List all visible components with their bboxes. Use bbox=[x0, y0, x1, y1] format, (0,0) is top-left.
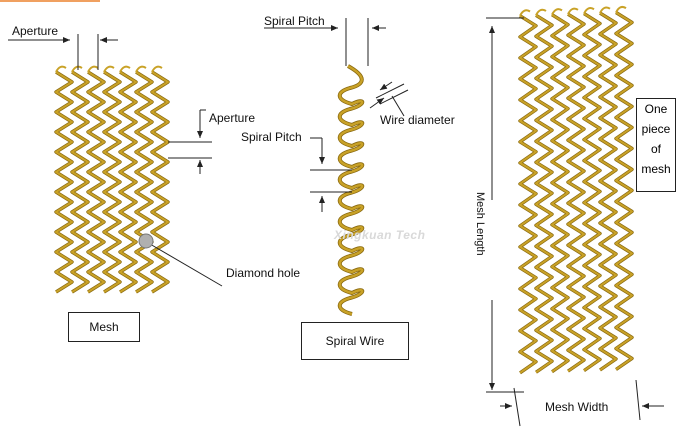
mesh-left-wire-5-shadow bbox=[134, 70, 154, 294]
mesh-right-wire-1 bbox=[535, 14, 553, 374]
mesh-caption: Mesh bbox=[89, 320, 119, 334]
mesh-right-wire-2 bbox=[551, 13, 569, 373]
spiral-wire-path bbox=[338, 64, 364, 316]
diamond-hole-leader bbox=[149, 243, 223, 287]
mesh-right-hook-top-3 bbox=[567, 7, 579, 15]
mesh-left-wire-1-shadow bbox=[70, 70, 90, 294]
mesh-left-wire-5 bbox=[135, 71, 153, 293]
mesh-left-hook-top-1 bbox=[71, 65, 83, 73]
aperture-side-label: Aperture bbox=[209, 111, 256, 125]
mesh-right-wire-5 bbox=[599, 12, 617, 371]
mesh-left-wire-6 bbox=[151, 71, 169, 293]
mesh-left-wire-6-shadow bbox=[150, 70, 170, 294]
mesh-right-wire-4 bbox=[583, 12, 601, 372]
watermark: Xingkuan Tech bbox=[334, 228, 426, 242]
diamond-hole-label: Diamond hole bbox=[226, 266, 301, 280]
mesh-panel-left bbox=[54, 65, 170, 294]
mesh-panel-right bbox=[518, 5, 634, 375]
mesh-right-hook-top-1 bbox=[535, 8, 547, 16]
dimension-lines bbox=[8, 17, 664, 427]
mesh-left-wire-0 bbox=[55, 71, 73, 293]
mesh-left-wire-3 bbox=[103, 71, 121, 293]
one-piece-box: One piece of mesh bbox=[636, 98, 676, 192]
mesh-left-hook-top-6 bbox=[151, 65, 163, 73]
wire-diameter-arrow-a bbox=[379, 81, 393, 91]
mesh-left-hook-top-5 bbox=[135, 65, 147, 73]
wire-diameter-label: Wire diameter bbox=[380, 113, 455, 127]
one-piece-line-4: mesh bbox=[641, 162, 671, 176]
wire-diameter-arrow-b bbox=[369, 97, 385, 109]
mesh-left-hook-top-4 bbox=[119, 65, 131, 73]
mesh-right-hook-top-2 bbox=[551, 8, 563, 16]
mesh-left-hook-top-0 bbox=[55, 65, 67, 73]
one-piece-line-2: piece bbox=[641, 122, 671, 136]
mesh-caption-box: Mesh bbox=[68, 312, 140, 342]
mesh-length-label: Mesh Length bbox=[474, 192, 486, 256]
one-piece-line-3: of bbox=[650, 142, 661, 156]
diamond-hole-marker bbox=[138, 233, 154, 249]
mesh-right-hook-top-5 bbox=[599, 6, 611, 14]
mesh-right-wire-3 bbox=[567, 13, 585, 372]
mesh-width-ext-left bbox=[513, 387, 521, 427]
mesh-width-label: Mesh Width bbox=[545, 400, 609, 414]
one-piece-line-1: One bbox=[644, 102, 668, 116]
mesh-right-hook-top-4 bbox=[583, 7, 595, 15]
spiral-pitch-top-label: Spiral Pitch bbox=[264, 14, 325, 28]
mesh-left-hook-top-3 bbox=[103, 65, 115, 73]
aperture-top-label: Aperture bbox=[12, 24, 59, 38]
mesh-width-ext-right bbox=[635, 379, 641, 421]
mesh-left-wire-0-shadow bbox=[54, 70, 74, 294]
mesh-left-hook-top-2 bbox=[87, 65, 99, 73]
mesh-right-wire-6 bbox=[615, 11, 633, 371]
mesh-right-hook-top-0 bbox=[519, 9, 531, 17]
mesh-left-wire-2-shadow bbox=[86, 70, 106, 294]
mesh-right-wire-0 bbox=[519, 14, 537, 374]
spiral-wire-caption: Spiral Wire bbox=[325, 334, 385, 348]
spiral-wire-caption-box: Spiral Wire bbox=[301, 322, 409, 360]
mesh-left-wire-4-shadow bbox=[118, 70, 138, 294]
mesh-left-wire-4 bbox=[119, 71, 137, 293]
mesh-right-hook-top-6 bbox=[615, 5, 627, 13]
top-accent-bar bbox=[0, 0, 100, 2]
mesh-left-wire-3-shadow bbox=[102, 70, 122, 294]
spiral-wire-drawing bbox=[337, 64, 365, 316]
mesh-left-wire-1 bbox=[71, 71, 89, 293]
mesh-left-wire-2 bbox=[87, 71, 105, 293]
spiral-pitch-mid-label: Spiral Pitch bbox=[241, 130, 302, 144]
